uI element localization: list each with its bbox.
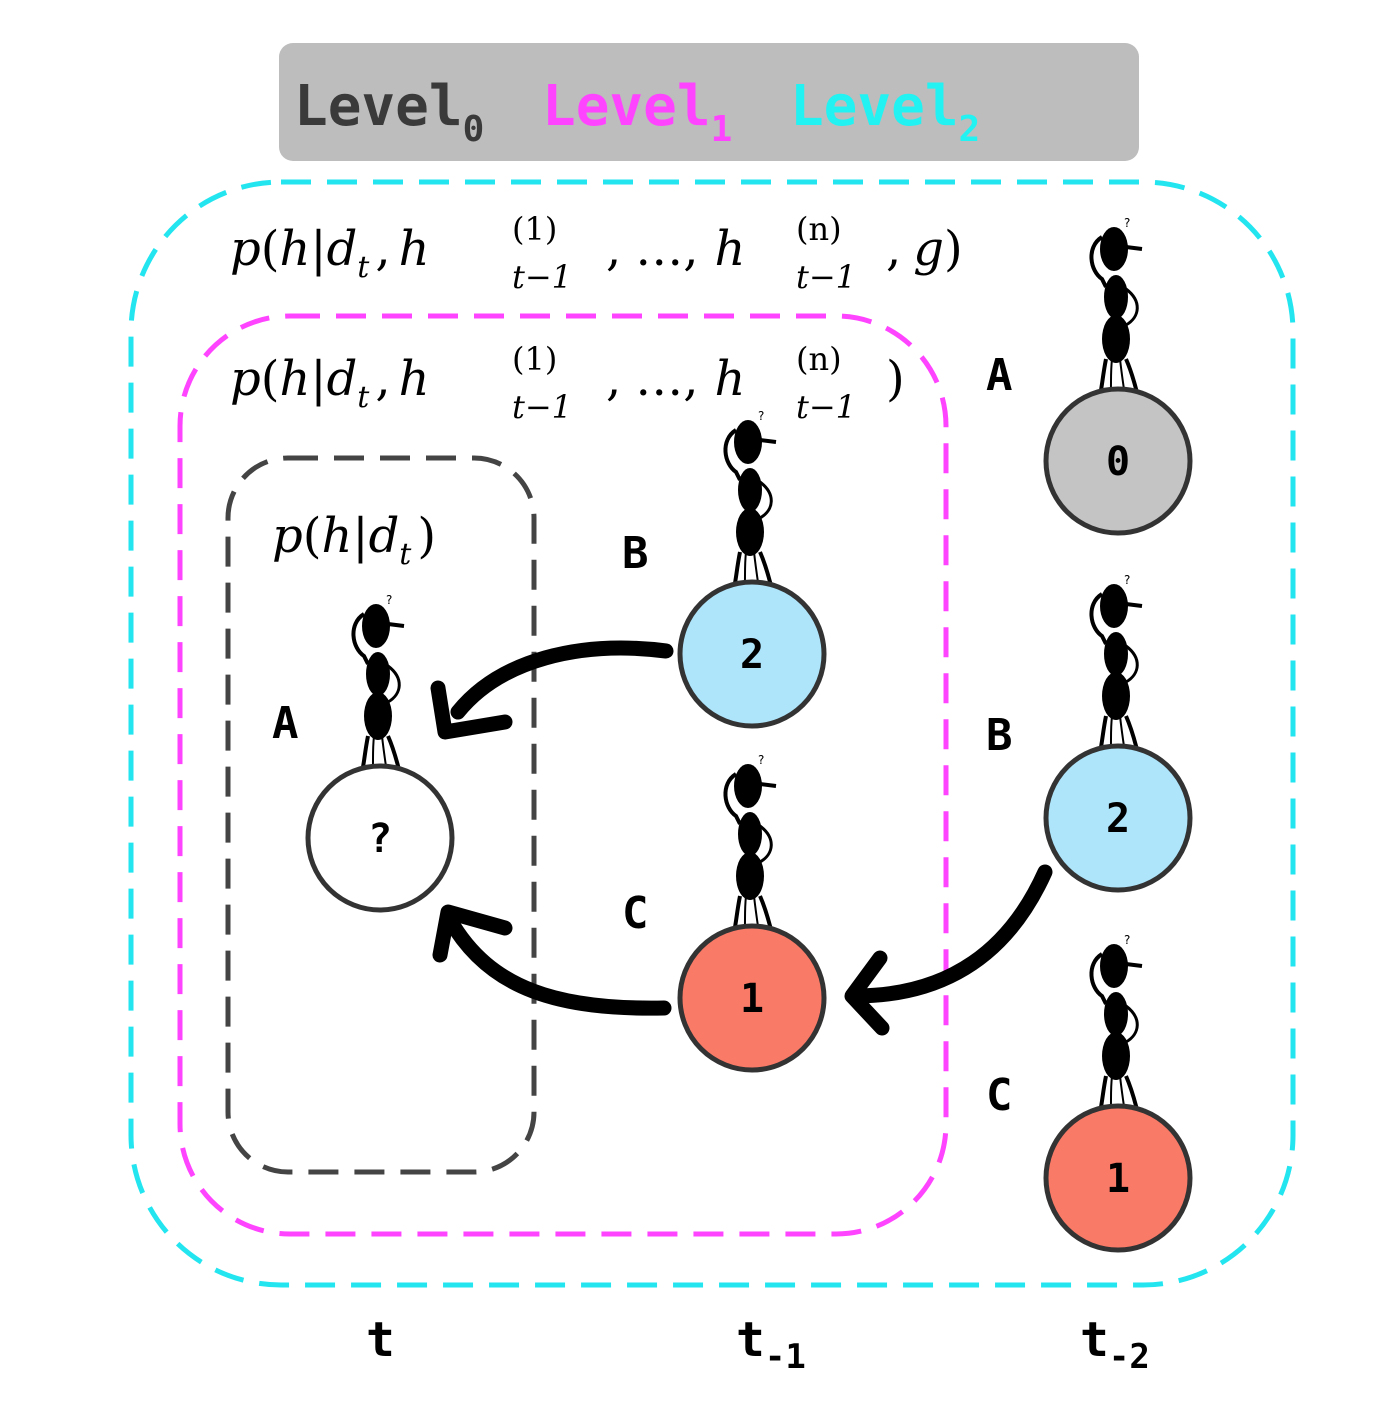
svg-text:t−1: t−1 — [512, 388, 572, 426]
level-legend: Level0 Level1 Level2 — [279, 43, 1139, 161]
level1-formula: p(h|dt,h (1) t−1 ,…,h (n) t−1 ) — [230, 340, 905, 426]
agent-value: 0 — [1106, 439, 1130, 485]
svg-text:t−1: t−1 — [512, 258, 572, 296]
level2-label: Level2 — [790, 74, 980, 150]
agent-label: A — [986, 350, 1013, 401]
svg-text:,…,h: ,…,h — [606, 221, 745, 277]
agent-value: 2 — [740, 632, 764, 678]
level0-formula: p(h|dt) — [272, 508, 436, 572]
agent-label: C — [986, 1070, 1013, 1121]
level0-box — [225, 455, 537, 1175]
agent-circle — [1043, 743, 1193, 893]
svg-text:): ) — [886, 351, 905, 407]
agent-circle — [305, 763, 455, 913]
agent-node-t1-B: 2B — [622, 407, 827, 729]
agent-label: A — [272, 698, 299, 749]
ant-icon — [1082, 214, 1160, 415]
agent-node-t-A: ?A — [272, 591, 455, 913]
agent-node-t2-C: 1C — [986, 931, 1193, 1253]
ant-icon — [1082, 571, 1160, 772]
agent-node-t2-B: 2B — [986, 571, 1193, 893]
influence-arrows — [430, 640, 1053, 1036]
agent-circle — [1043, 1103, 1193, 1253]
svg-text:(1): (1) — [512, 340, 557, 378]
svg-text:p(h|dt,h: p(h|dt,h — [230, 221, 430, 285]
time-label-t-1: t-1 — [736, 1312, 806, 1377]
agent-node-t2-A: 0A — [986, 214, 1193, 536]
agent-value: ? — [368, 816, 392, 862]
svg-text:,…,h: ,…,h — [606, 351, 745, 407]
time-axis-labels: t t-1 t-2 — [366, 1312, 1150, 1377]
ant-icon — [716, 407, 794, 608]
svg-text:(n): (n) — [796, 210, 842, 248]
svg-text:t−1: t−1 — [796, 258, 856, 296]
time-label-t-2: t-2 — [1080, 1312, 1150, 1377]
svg-text:(1): (1) — [512, 210, 557, 248]
agent-label: C — [622, 888, 649, 939]
svg-text:p(h|dt): p(h|dt) — [272, 508, 436, 572]
agent-label: B — [986, 710, 1013, 761]
svg-text:p(h|dt,h: p(h|dt,h — [230, 351, 430, 415]
ant-icon — [344, 591, 422, 792]
agent-circle — [677, 923, 827, 1073]
level1-label: Level1 — [542, 74, 732, 150]
level1-box — [177, 313, 949, 1237]
level2-formula: p(h|dt,h (1) t−1 ,…,h (n) t−1 ,g) — [230, 210, 963, 296]
svg-text:t−1: t−1 — [796, 388, 856, 426]
svg-text:,g): ,g) — [886, 221, 963, 277]
ant-icon — [1082, 931, 1160, 1132]
arrow-c-to-a — [432, 904, 672, 1016]
agent-value: 1 — [740, 976, 764, 1022]
level0-label: Level0 — [294, 74, 484, 150]
agent-label: B — [622, 528, 649, 579]
agent-circle — [677, 579, 827, 729]
svg-text:(n): (n) — [796, 340, 842, 378]
level2-box — [128, 179, 1296, 1288]
agent-value: 1 — [1106, 1156, 1130, 1202]
agent-circle — [1043, 386, 1193, 536]
arrow-b2-to-c — [844, 864, 1053, 1036]
arrow-b-to-a — [430, 640, 674, 740]
svg-text:Level0 Level1 Leve: Level0 Level1 Level2 — [294, 74, 980, 155]
agent-node-t1-C: 1C — [622, 751, 827, 1073]
ant-icon — [716, 751, 794, 952]
agent-value: 2 — [1106, 796, 1130, 842]
time-label-t: t — [366, 1312, 395, 1368]
